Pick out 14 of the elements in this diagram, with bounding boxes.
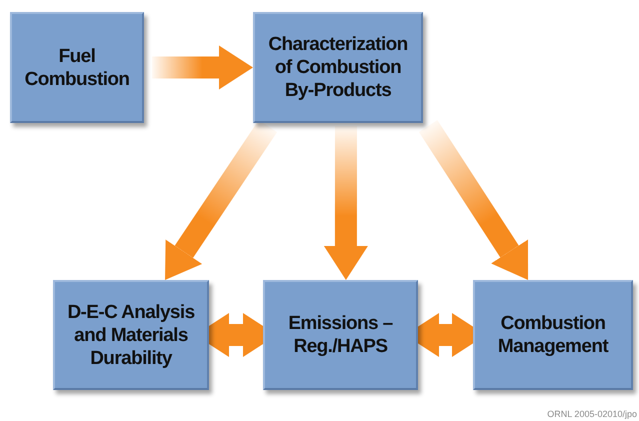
process-box — [253, 12, 423, 123]
process-box — [53, 280, 209, 390]
process-box — [263, 280, 418, 390]
box-label: Characterization of Combustion By-Products — [267, 33, 409, 102]
box-label: Emissions – Reg./HAPS — [287, 312, 394, 358]
process-box — [473, 280, 633, 390]
box-label: Combustion Management — [496, 312, 610, 358]
arrow — [324, 126, 368, 280]
figure-id-note: ORNL 2005-02010/jpo — [547, 409, 637, 419]
box-label: D-E-C Analysis and Materials Durability — [66, 300, 196, 370]
box-label: Fuel Combustion — [24, 44, 130, 90]
arrow — [418, 120, 528, 280]
process-box — [10, 12, 144, 123]
arrow — [152, 46, 253, 90]
